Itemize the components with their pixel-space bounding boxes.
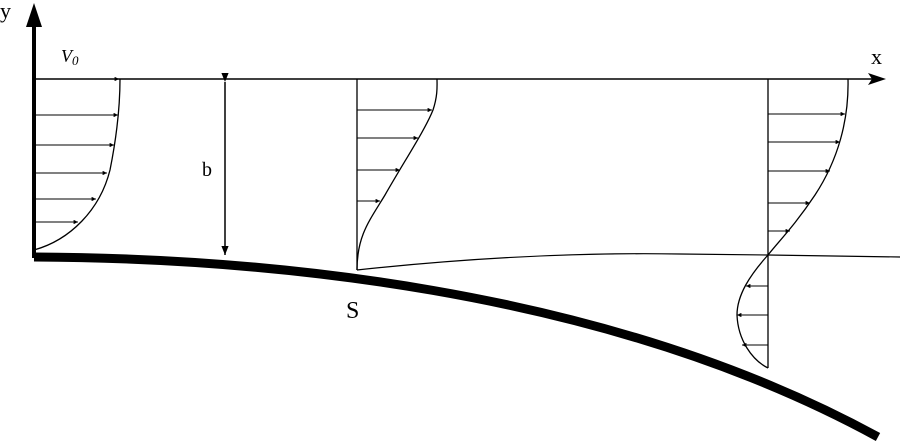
wall-surface: [33, 252, 881, 441]
x-axis-arrowhead: [868, 73, 886, 85]
x-axis-label: x: [871, 44, 882, 69]
y-axis-label: y: [0, 0, 11, 23]
thickness-label: b: [202, 159, 212, 181]
velocity-profile-inlet: [33, 76, 121, 251]
separation-point-label: S: [346, 298, 359, 324]
y-axis-arrowhead: [26, 3, 42, 27]
velocity-label: V0: [61, 46, 79, 68]
separation-streamline: [356, 253, 900, 271]
velocity-profile-separation: [356, 78, 438, 271]
velocity-profile-reversed: [736, 78, 849, 369]
